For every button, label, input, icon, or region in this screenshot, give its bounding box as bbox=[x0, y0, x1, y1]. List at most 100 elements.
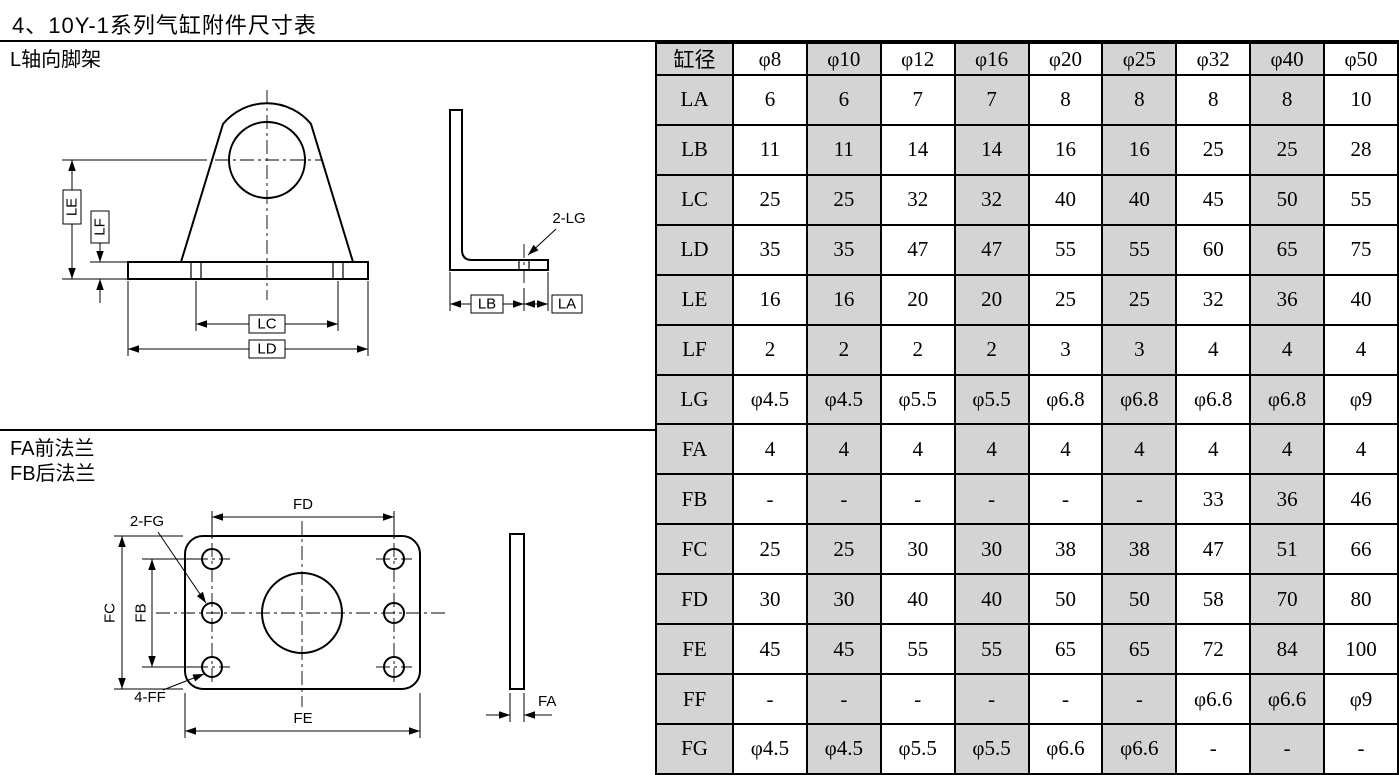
dimension-value-cell: 45 bbox=[732, 623, 808, 676]
row-dimension-label: LC bbox=[655, 173, 734, 226]
bore-header-cell: 缸径 bbox=[655, 42, 734, 76]
page-header: 4、10Y-1系列气缸附件尺寸表 bbox=[0, 0, 1399, 42]
dimension-value-cell: 30 bbox=[732, 573, 808, 626]
dimension-value-cell: 7 bbox=[953, 74, 1030, 126]
dimension-value-cell: 35 bbox=[805, 223, 882, 276]
dimension-value-cell: 8 bbox=[1101, 74, 1178, 126]
dimension-value-cell: 4 bbox=[1323, 423, 1399, 476]
dimension-value-cell: 50 bbox=[1027, 573, 1104, 626]
bracket-drawing: LE LF bbox=[62, 90, 586, 359]
dimension-value-cell: 28 bbox=[1323, 123, 1399, 176]
bracket-side-view: 2-LG LB LA bbox=[449, 109, 586, 314]
bracket-dimensions: LE LF bbox=[62, 159, 369, 359]
svg-text:LA: LA bbox=[558, 296, 576, 313]
dim-label-le: LE bbox=[62, 189, 82, 225]
dimension-value-cell: 2 bbox=[732, 323, 808, 376]
dimension-value-cell: 40 bbox=[1027, 173, 1104, 226]
dimension-value-cell: - bbox=[953, 473, 1030, 526]
bore-column-header: φ12 bbox=[879, 42, 956, 76]
dimension-value-cell: - bbox=[805, 473, 882, 526]
dimension-value-cell: 33 bbox=[1175, 473, 1252, 526]
dimension-value-cell: 30 bbox=[805, 573, 882, 626]
dimension-value-cell: 65 bbox=[1249, 223, 1325, 276]
bracket-front-view bbox=[127, 90, 369, 300]
dimension-value-cell: - bbox=[1027, 673, 1104, 725]
dimension-value-cell: - bbox=[732, 673, 808, 725]
dimension-value-cell: 25 bbox=[1175, 123, 1252, 176]
dimension-value-cell: 40 bbox=[1323, 273, 1399, 326]
dim-label-fb: FB bbox=[133, 603, 150, 622]
dimension-value-cell: 25 bbox=[1249, 123, 1325, 176]
svg-text:LE: LE bbox=[64, 198, 81, 216]
dimension-value-cell: 55 bbox=[953, 623, 1030, 676]
dimension-value-cell: 4 bbox=[1249, 423, 1325, 476]
dimension-value-cell: 30 bbox=[879, 523, 956, 576]
dimension-value-cell: 25 bbox=[732, 523, 808, 576]
bore-column-header: φ16 bbox=[953, 42, 1030, 76]
dim-label-fe: FE bbox=[293, 710, 312, 727]
ff-callout: 4-FF bbox=[134, 689, 166, 706]
row-dimension-label: FG bbox=[655, 722, 734, 775]
page-title: 4、10Y-1系列气缸附件尺寸表 bbox=[12, 13, 317, 38]
dimension-value-cell: 25 bbox=[1027, 273, 1104, 326]
dimension-value-cell: - bbox=[1027, 473, 1104, 526]
bracket-section: L轴向脚架 bbox=[0, 42, 655, 431]
bore-column-header: φ32 bbox=[1175, 42, 1252, 76]
bore-column-header: φ8 bbox=[732, 42, 808, 76]
drawings-panel: L轴向脚架 bbox=[0, 42, 655, 775]
svg-text:LB: LB bbox=[478, 296, 496, 313]
dimension-value-cell: 45 bbox=[1175, 173, 1252, 226]
dimension-value-cell: 55 bbox=[1027, 223, 1104, 276]
dimension-value-cell: - bbox=[879, 473, 956, 526]
dimension-value-cell: 100 bbox=[1323, 623, 1399, 676]
dimension-value-cell: 36 bbox=[1249, 273, 1325, 326]
dimension-value-cell: 25 bbox=[732, 173, 808, 226]
dimension-value-cell: 8 bbox=[1027, 74, 1104, 126]
dimension-value-cell: φ4.5 bbox=[732, 722, 808, 775]
dimension-value-cell: 4 bbox=[1175, 423, 1252, 476]
dimension-value-cell: 80 bbox=[1323, 573, 1399, 626]
dimension-value-cell: 16 bbox=[1101, 123, 1178, 176]
svg-text:LC: LC bbox=[257, 316, 276, 333]
dim-label-lf: LF bbox=[90, 210, 110, 244]
dimension-value-cell: φ9 bbox=[1323, 373, 1399, 426]
dimension-value-cell: 25 bbox=[805, 523, 882, 576]
dimension-value-cell: φ9 bbox=[1323, 673, 1399, 725]
dimension-value-cell: φ5.5 bbox=[879, 373, 956, 426]
flange-side-view: FA bbox=[486, 533, 556, 722]
dimension-value-cell: 20 bbox=[879, 273, 956, 326]
flange-dimensions: FD 2-FG FC bbox=[102, 496, 421, 738]
dimension-value-cell: 32 bbox=[1175, 273, 1252, 326]
bore-column-header: φ25 bbox=[1101, 42, 1178, 76]
row-dimension-label: LG bbox=[655, 373, 734, 426]
dim-label-la: LA bbox=[551, 294, 583, 314]
dimension-value-cell: 16 bbox=[732, 273, 808, 326]
dimension-value-cell: - bbox=[732, 473, 808, 526]
dimension-value-cell: φ6.8 bbox=[1175, 373, 1252, 426]
dimension-value-cell: 6 bbox=[732, 74, 808, 126]
dimension-value-cell: 84 bbox=[1249, 623, 1325, 676]
dimension-value-cell: φ5.5 bbox=[953, 722, 1030, 775]
row-dimension-label: FD bbox=[655, 573, 734, 626]
bore-column-header: φ10 bbox=[805, 42, 882, 76]
flange-label-rear: FB后法兰 bbox=[10, 463, 96, 485]
dimension-value-cell: 16 bbox=[1027, 123, 1104, 176]
dimension-value-cell: 11 bbox=[805, 123, 882, 176]
dimension-value-cell: φ6.6 bbox=[1249, 673, 1325, 725]
dimension-value-cell: 25 bbox=[1101, 273, 1178, 326]
dimension-value-cell: 32 bbox=[953, 173, 1030, 226]
dimension-value-cell: φ4.5 bbox=[805, 722, 882, 775]
dimension-value-cell: 4 bbox=[1323, 323, 1399, 376]
svg-text:FB: FB bbox=[133, 603, 150, 622]
dim-label-ld: LD bbox=[248, 339, 286, 359]
content-area: L轴向脚架 bbox=[0, 42, 1399, 775]
dimension-value-cell: 65 bbox=[1027, 623, 1104, 676]
dimension-value-cell: 50 bbox=[1101, 573, 1178, 626]
